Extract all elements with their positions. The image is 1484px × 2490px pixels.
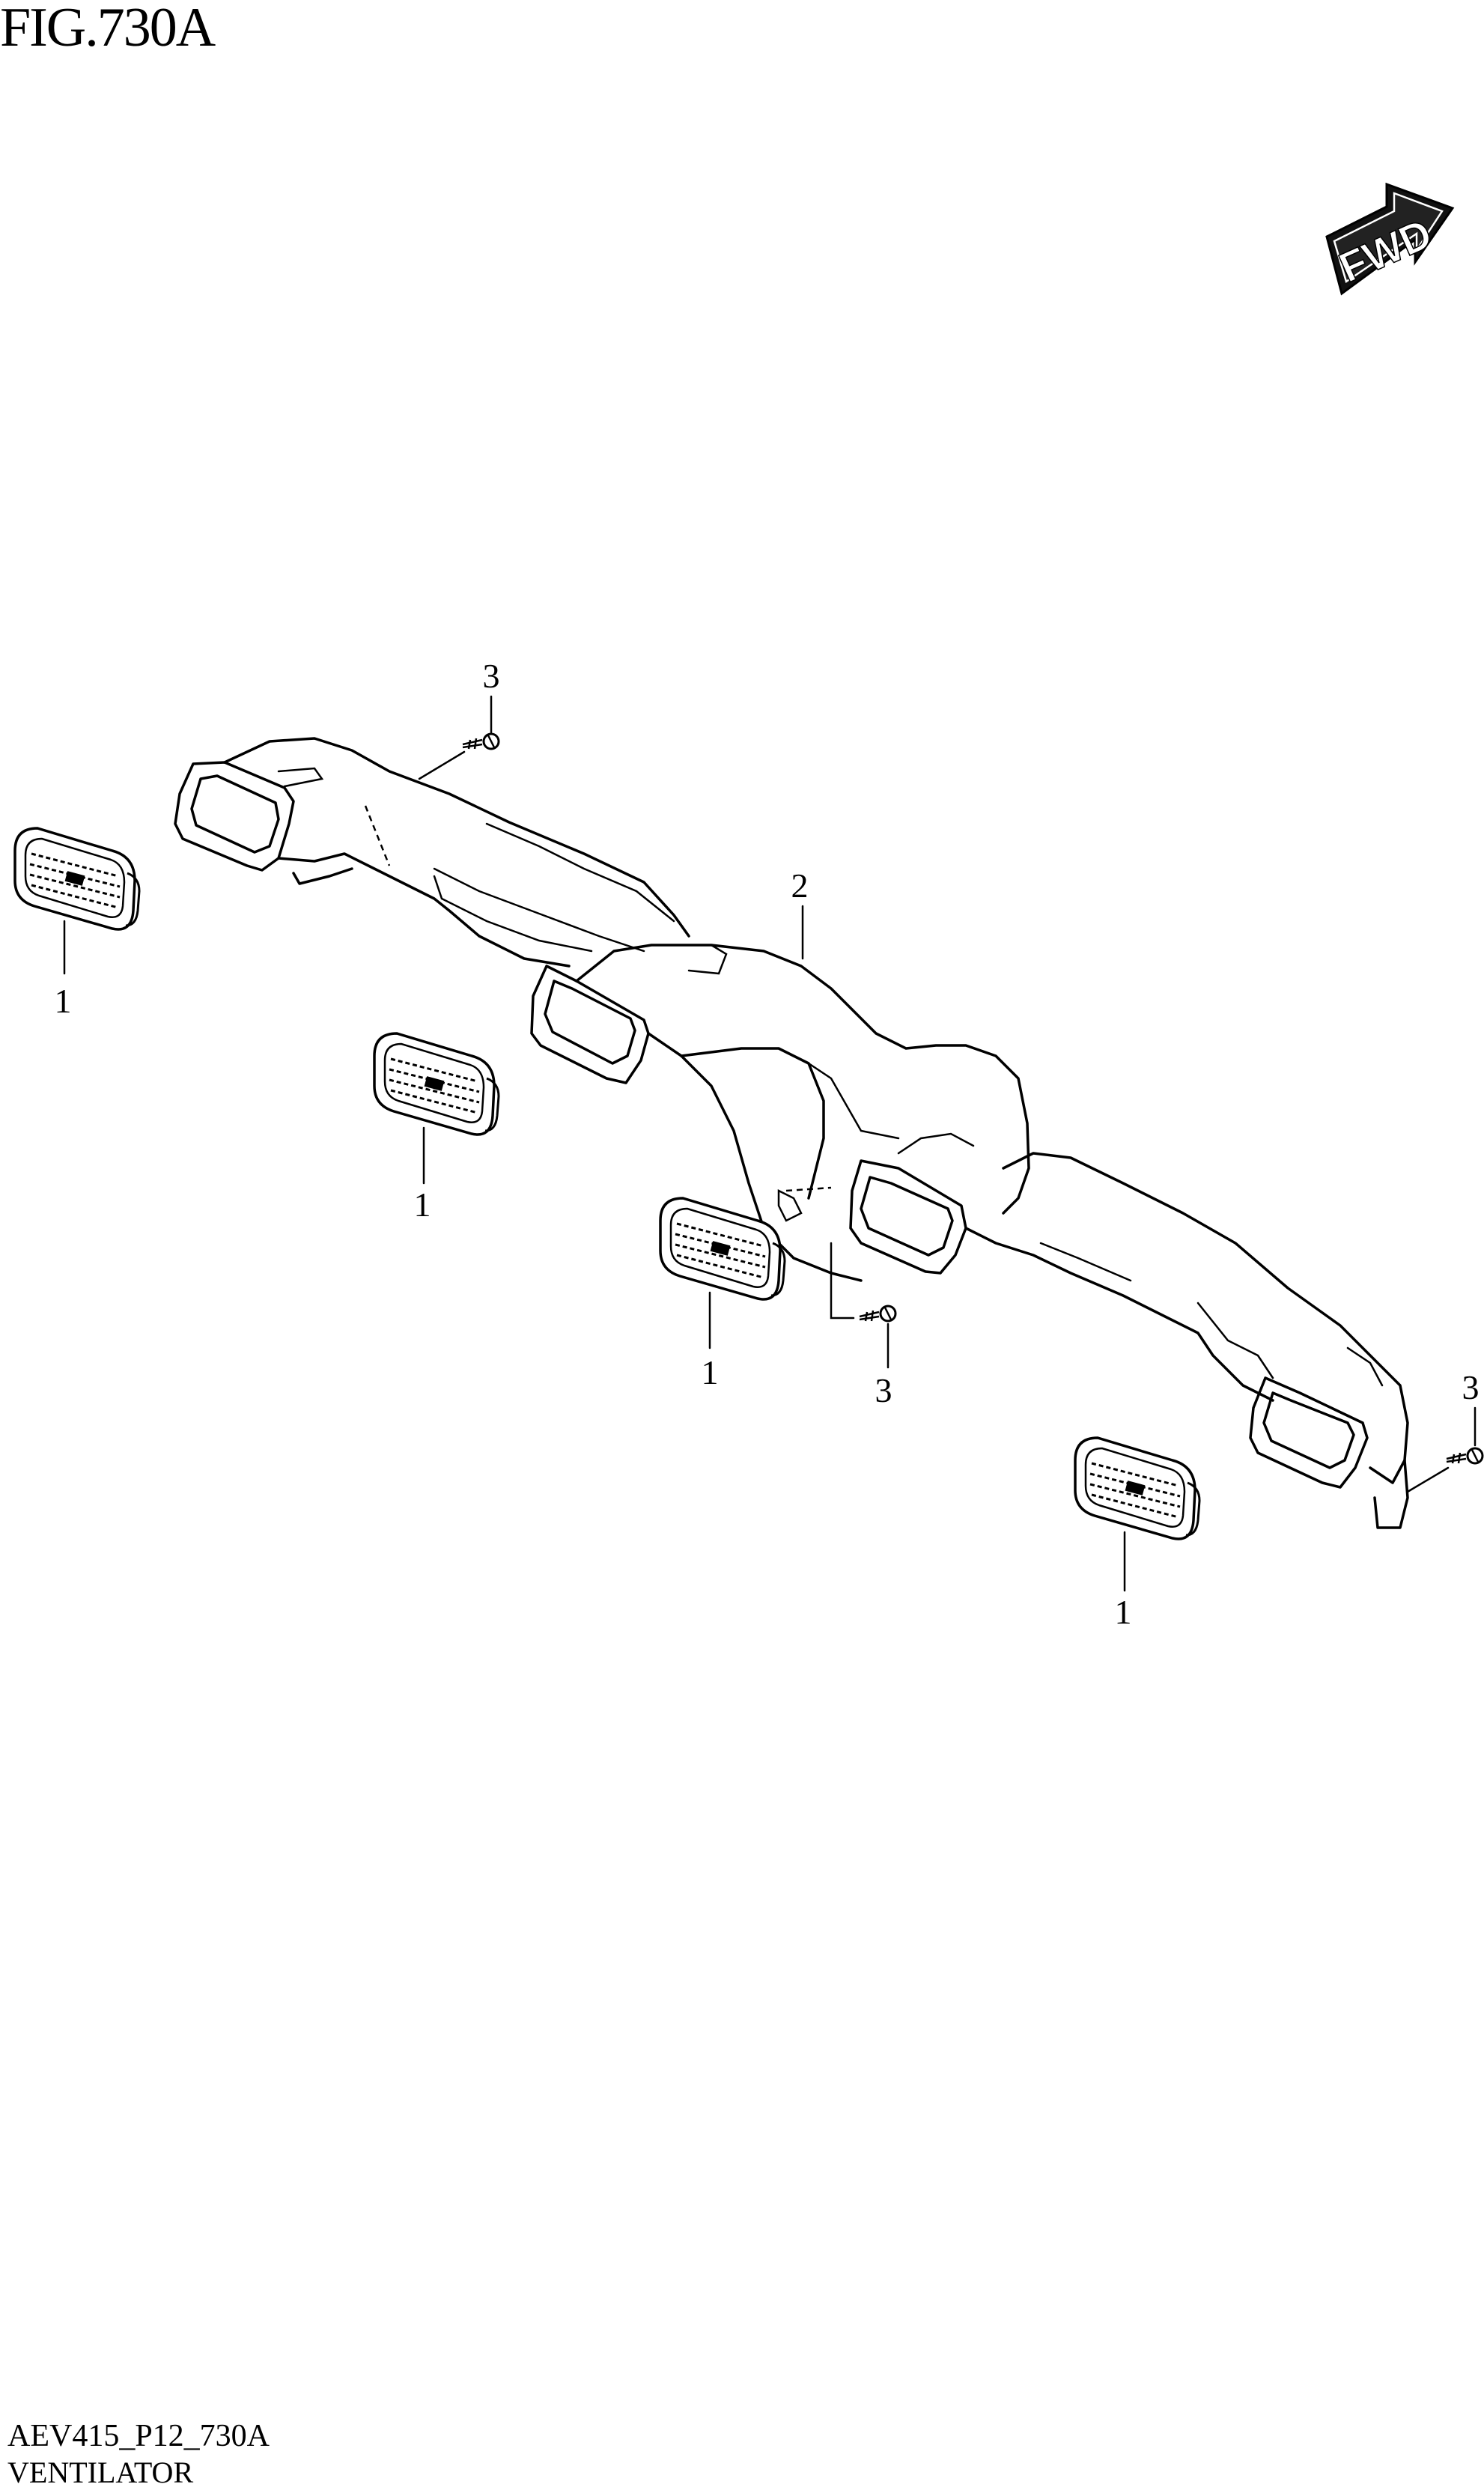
ventilator-duct [174,737,1409,1529]
figure-name: VENTILATOR [7,2456,194,2489]
figure-code: AEV415_P12_730A [7,2419,270,2453]
figure-title: FIG.730A [0,0,216,58]
grille-1-b: 1 [373,1032,500,1224]
callout-duct-2: 2 [791,866,809,905]
grille-1-d: 1 [1074,1436,1201,1631]
callout-screw-3-b: 3 [875,1371,892,1409]
callout-grille-1-d: 1 [1115,1593,1132,1631]
callout-grille-1-a: 1 [55,982,72,1020]
fwd-arrow-icon: FWD [1325,182,1455,296]
screw-3-a: 3 [418,657,500,780]
callout-screw-3-c: 3 [1462,1368,1480,1406]
grille-1-c: 1 [659,1197,786,1391]
callout-grille-1-b: 1 [414,1185,431,1224]
grille-1-a: 1 [13,827,141,1020]
callout-grille-1-c: 1 [702,1353,719,1391]
screw-3-c: 3 [1406,1368,1484,1493]
callout-screw-3-a: 3 [483,657,500,695]
screw-3-b: 3 [858,1305,897,1409]
duct-callout: 2 [791,866,809,960]
